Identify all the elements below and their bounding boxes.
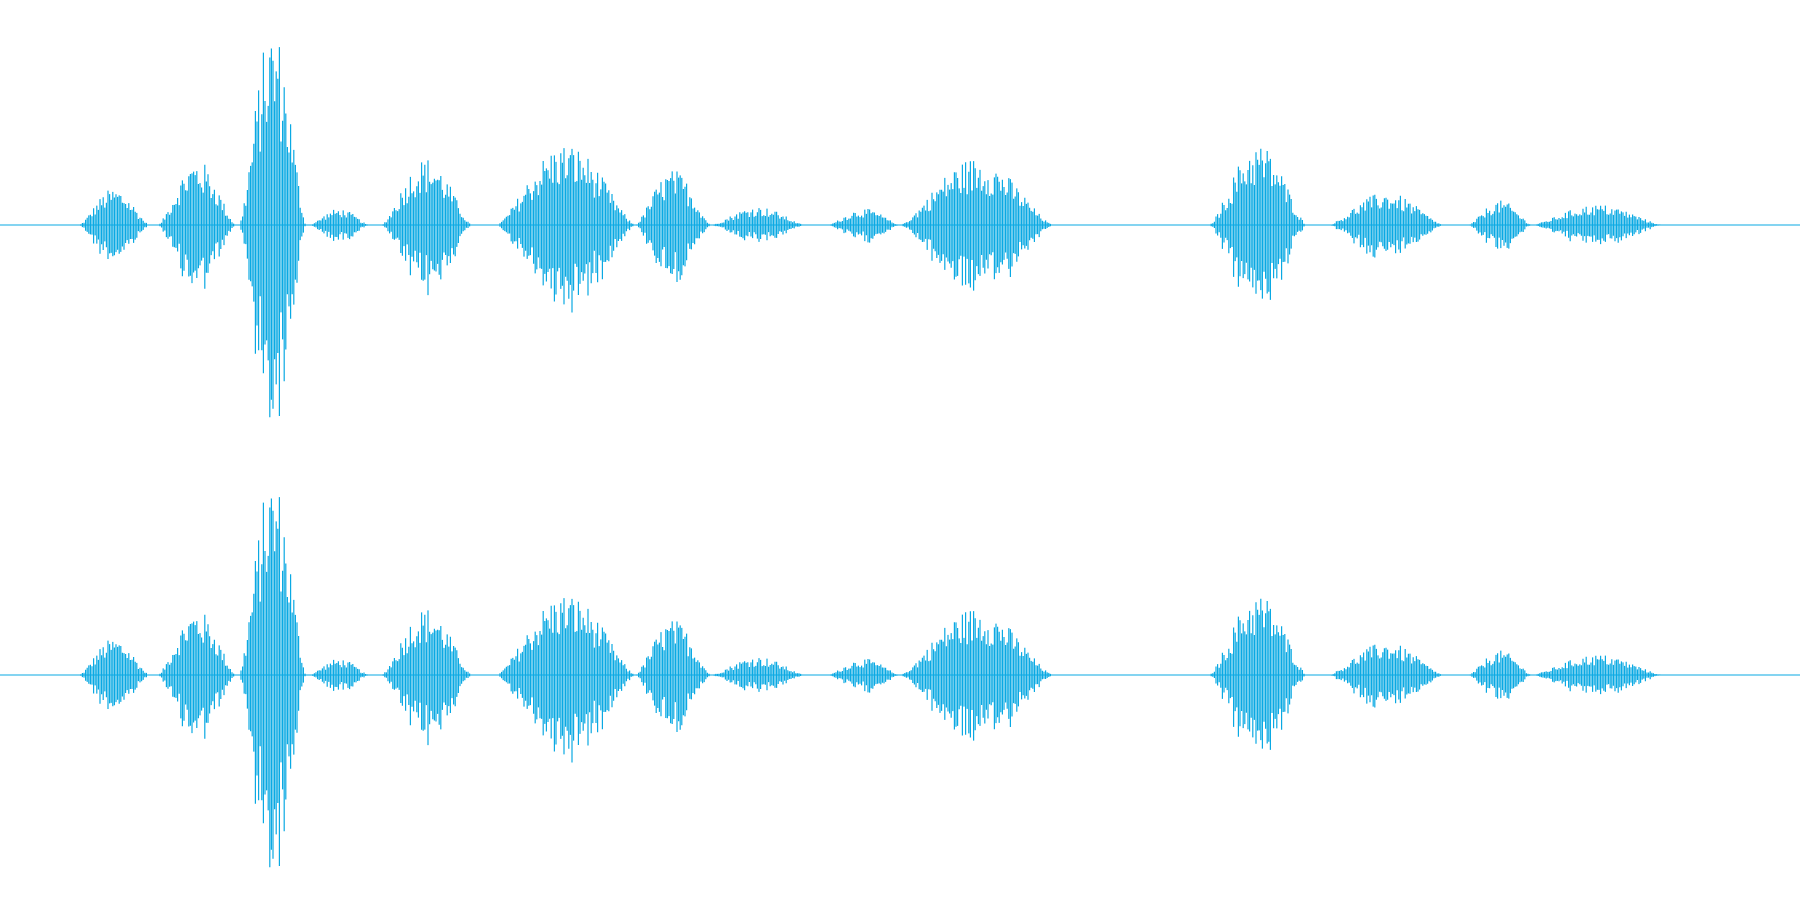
channel-right-signal bbox=[80, 497, 1662, 868]
channel-right-samples bbox=[80, 497, 1662, 868]
channel-right-waveform bbox=[0, 450, 1800, 900]
channel-left-signal bbox=[80, 47, 1662, 418]
channel-left-samples bbox=[80, 47, 1662, 418]
channel-left-waveform bbox=[0, 47, 1800, 418]
